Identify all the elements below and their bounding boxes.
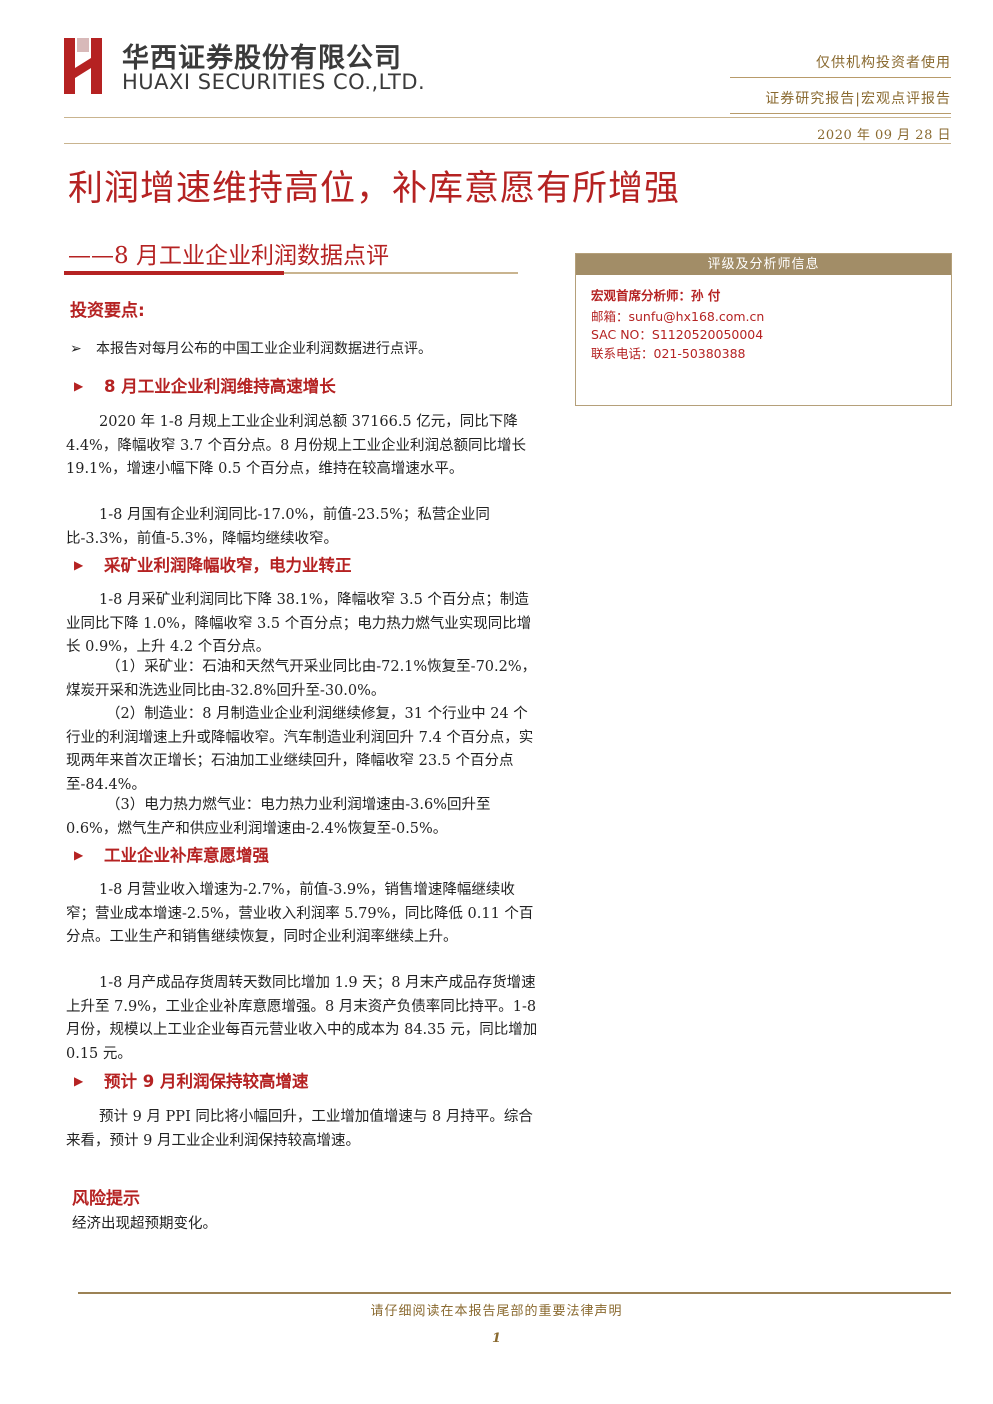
date-rule bbox=[64, 143, 951, 144]
report-date: 2020 年 09 月 28 日 bbox=[817, 128, 951, 143]
triangle-bullet-icon: ▶ bbox=[74, 848, 84, 862]
subtitle-rule bbox=[284, 272, 518, 274]
paragraph: 预计 9 月 PPI 同比将小幅回升，工业增加值增速与 8 月持平。综合来看，预… bbox=[66, 1109, 533, 1149]
subtitle-rule-accent bbox=[64, 271, 284, 275]
arrow-bullet-icon: ➢ bbox=[70, 341, 82, 357]
page-number: 1 bbox=[491, 1331, 502, 1346]
analyst-email[interactable]: 邮箱：sunfu@hx168.com.cn bbox=[591, 309, 765, 324]
section-heading: ▶预计 9 月利润保持较高增速 bbox=[74, 1072, 309, 1091]
section-heading: ▶8 月工业企业利润维持高速增长 bbox=[74, 377, 336, 396]
analyst-name: 宏观首席分析师：孙 付 bbox=[591, 288, 721, 303]
report-type-label: 证券研究报告|宏观点评报告 bbox=[765, 91, 951, 107]
paragraph: 1-8 月产成品存货周转天数同比增加 1.9 天；8 月末产成品存货增速上升至 … bbox=[66, 975, 538, 1062]
triangle-bullet-icon: ▶ bbox=[74, 558, 84, 572]
paragraph: （1）采矿业：石油和天然气开采业同比由-72.1%恢复至-70.2%，煤炭开采和… bbox=[66, 659, 537, 699]
key-points-title: 投资要点: bbox=[70, 301, 145, 321]
paragraph: 1-8 月国有企业利润同比-17.0%，前值-23.5%；私营企业同比-3.3%… bbox=[66, 507, 490, 547]
risk-text: 经济出现超预期变化。 bbox=[72, 1216, 217, 1232]
section-heading: ▶工业企业补库意愿增强 bbox=[74, 846, 269, 865]
header-divider bbox=[730, 77, 951, 78]
company-name-en: HUAXI SECURITIES CO.,LTD. bbox=[122, 70, 426, 94]
company-name-cn: 华西证券股份有限公司 bbox=[122, 43, 402, 74]
analyst-box-heading: 评级及分析师信息 bbox=[576, 254, 951, 275]
report-title: 利润增速维持高位，补库意愿有所增强 bbox=[68, 169, 681, 209]
triangle-bullet-icon: ▶ bbox=[74, 379, 84, 393]
audience-label: 仅供机构投资者使用 bbox=[816, 55, 951, 71]
analyst-sac-no: SAC NO：S1120520050004 bbox=[591, 327, 764, 342]
analyst-phone: 联系电话：021-50380388 bbox=[591, 346, 746, 361]
paragraph: 2020 年 1-8 月规上工业企业利润总额 37166.5 亿元，同比下降 4… bbox=[66, 414, 526, 477]
paragraph: （3）电力热力燃气业：电力热力业利润增速由-3.6%回升至 0.6%，燃气生产和… bbox=[66, 797, 491, 837]
paragraph: 1-8 月采矿业利润同比下降 38.1%，降幅收窄 3.5 个百分点；制造业同比… bbox=[66, 592, 532, 655]
section-heading: ▶采矿业利润降幅收窄，电力业转正 bbox=[74, 556, 352, 575]
analyst-info-box: 评级及分析师信息 宏观首席分析师：孙 付 邮箱：sunfu@hx168.com.… bbox=[575, 253, 952, 406]
triangle-bullet-icon: ▶ bbox=[74, 1074, 84, 1088]
key-points-intro: ➢ 本报告对每月公布的中国工业企业利润数据进行点评。 bbox=[70, 338, 432, 358]
header-rule bbox=[64, 117, 951, 118]
risk-title: 风险提示 bbox=[72, 1189, 140, 1209]
footer-rule bbox=[78, 1292, 951, 1294]
huaxi-logo-icon bbox=[64, 38, 102, 94]
legal-notice: 请仔细阅读在本报告尾部的重要法律声明 bbox=[370, 1304, 623, 1319]
paragraph: （2）制造业：8 月制造业企业利润继续修复，31 个行业中 24 个行业的利润增… bbox=[66, 706, 534, 793]
paragraph: 1-8 月营业收入增速为-2.7%，前值-3.9%，销售增速降幅继续收窄；营业成… bbox=[66, 882, 534, 945]
report-subtitle: ——8 月工业企业利润数据点评 bbox=[68, 243, 389, 269]
intro-text: 本报告对每月公布的中国工业企业利润数据进行点评。 bbox=[96, 341, 432, 357]
header-divider bbox=[730, 113, 951, 114]
